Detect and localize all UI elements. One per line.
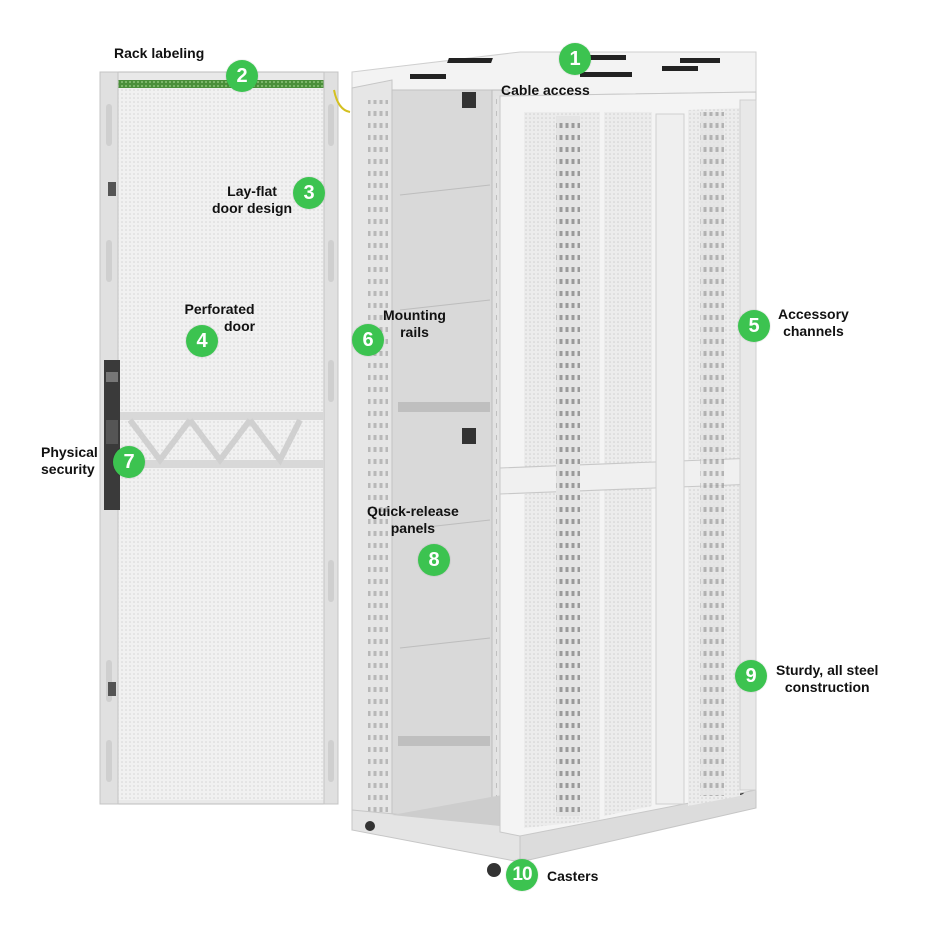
callout-label-mounting-rails: Mounting rails [383, 307, 446, 341]
label-line: Sturdy, all steel [776, 662, 879, 678]
label-line: rails [400, 324, 429, 340]
callout-badge-5: 5 [738, 310, 770, 342]
label-line: security [41, 461, 95, 477]
callout-badge-1: 1 [559, 43, 591, 75]
rack-cabinet [351, 51, 757, 877]
callout-label-lay-flat-door: Lay-flat door design [212, 183, 292, 217]
label-line: Physical [41, 444, 98, 460]
rack-label-strip [110, 80, 328, 88]
callout-badge-10: 10 [506, 859, 538, 891]
callout-badge-8: 8 [418, 544, 450, 576]
callout-badge-7: 7 [113, 446, 145, 478]
callout-label-sturdy-construction: Sturdy, all steel construction [776, 662, 878, 696]
callout-label-quick-release-panels: Quick-release panels [367, 503, 459, 537]
callout-label-rack-labeling: Rack labeling [114, 45, 205, 61]
label-line: Quick-release [367, 503, 459, 519]
label-line: door design [212, 200, 293, 216]
label-line: door [224, 318, 256, 334]
callout-badge-9: 9 [735, 660, 767, 692]
label-line: channels [783, 323, 844, 339]
callout-badge-4: 4 [186, 325, 218, 357]
label-line: Mounting [383, 307, 446, 323]
callout-badge-6: 6 [352, 324, 384, 356]
caster [487, 863, 501, 877]
accessory-channel [556, 116, 580, 816]
callout-label-casters: Casters [547, 868, 599, 884]
callout-label-accessory-channels: Accessory channels [778, 306, 849, 340]
label-line: Lay-flat [227, 183, 277, 199]
callout-label-physical-security: Physical security [41, 444, 98, 478]
label-line: panels [390, 520, 436, 536]
callout-badge-3: 3 [293, 177, 325, 209]
accessory-channel [700, 112, 724, 796]
label-line: construction [784, 679, 870, 695]
label-line: Accessory [778, 306, 849, 322]
callout-badge-2: 2 [226, 60, 258, 92]
callout-label-cable-access: Cable access [501, 82, 590, 98]
label-line: Perforated [184, 301, 255, 317]
caster [365, 821, 375, 831]
callout-label-perforated-door: Perforated door [184, 301, 256, 335]
